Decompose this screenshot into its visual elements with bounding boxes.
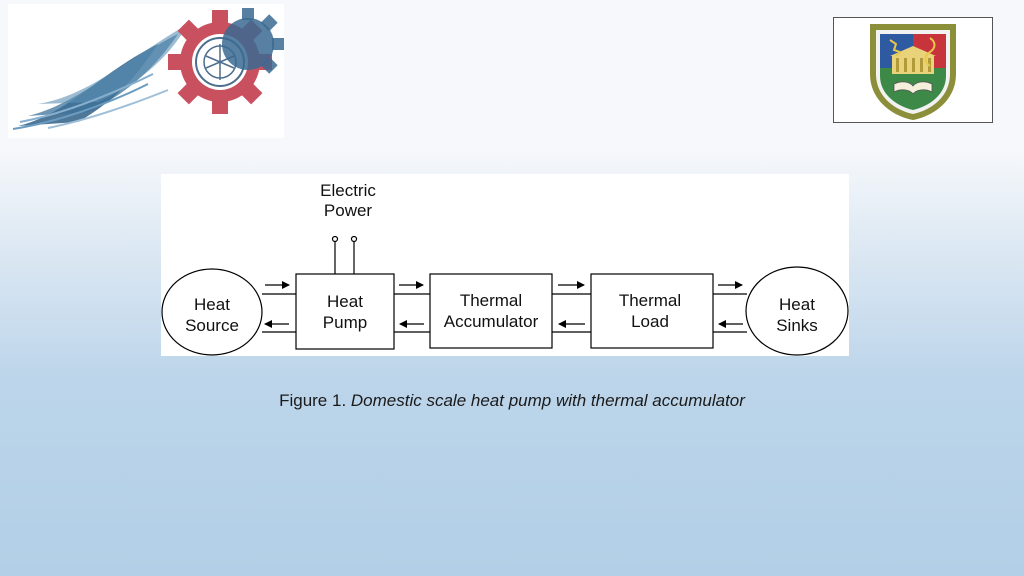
thermal-load-node: Thermal Load [590, 273, 714, 349]
thermal-load-line2: Load [631, 312, 669, 331]
heat-pump-line1: Heat [327, 292, 363, 311]
figure-caption: Figure 1. Domestic scale heat pump with … [0, 391, 1024, 411]
gear-waves-logo-icon [12, 8, 284, 130]
university-crest [833, 17, 993, 123]
connector-load-sinks [713, 281, 747, 333]
thermal-accumulator-line1: Thermal [460, 291, 522, 310]
thermal-load-line1: Thermal [619, 291, 681, 310]
heat-sinks-line1: Heat [779, 295, 815, 314]
heat-source-line2: Source [185, 316, 239, 335]
thermal-accumulator-node: Thermal Accumulator [429, 273, 553, 349]
heat-sinks-node: Heat Sinks [745, 266, 849, 356]
heat-pump-diagram: Electric Power Heat Source Heat Pump The… [161, 174, 849, 356]
thermal-accumulator-line2: Accumulator [444, 312, 539, 331]
connector-accumulator-load [552, 281, 591, 333]
conference-logo [8, 4, 284, 138]
electric-power-label-line1: Electric [320, 181, 376, 200]
connector-pump-accumulator [394, 281, 430, 333]
electric-power-label-line2: Power [324, 201, 373, 220]
heat-source-node: Heat Source [161, 268, 263, 356]
caption-text: Domestic scale heat pump with thermal ac… [350, 391, 745, 410]
heat-source-line1: Heat [194, 295, 230, 314]
heat-pump-line2: Pump [323, 313, 367, 332]
heat-sinks-line2: Sinks [776, 316, 818, 335]
power-terminals [331, 235, 358, 274]
connector-source-pump [262, 281, 296, 333]
heat-pump-node: Heat Pump [295, 273, 395, 350]
caption-prefix: Figure 1. [279, 391, 347, 410]
crest-shield-icon [870, 24, 956, 120]
